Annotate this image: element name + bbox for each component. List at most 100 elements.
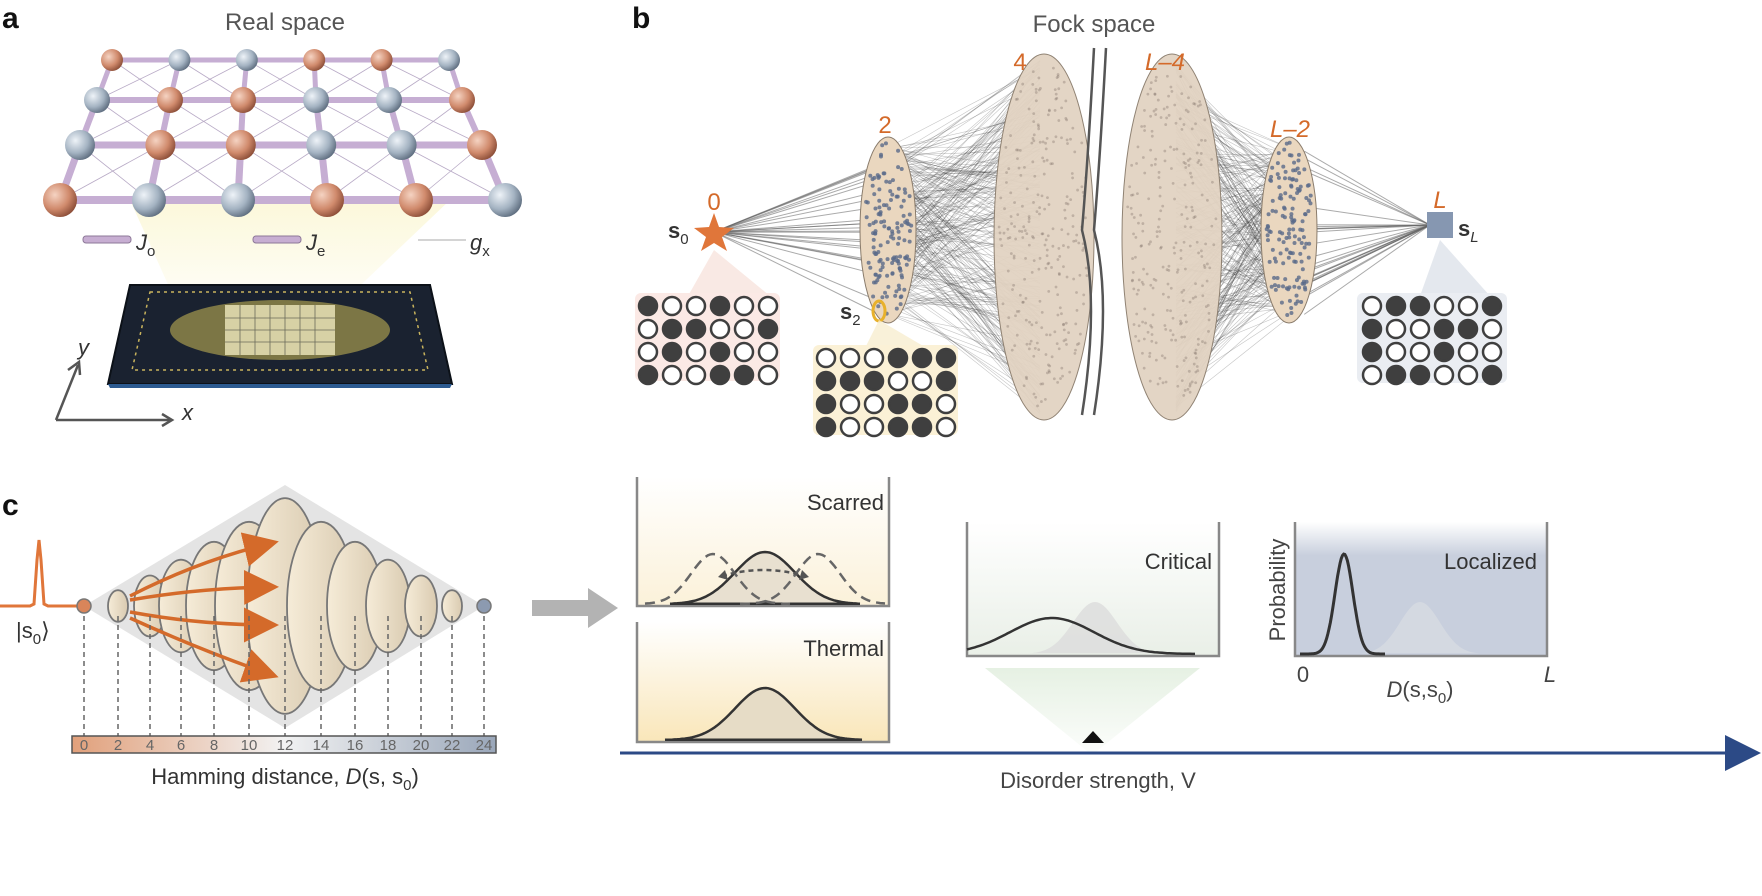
s2-label: s2 <box>840 299 861 329</box>
panel-b: b Fock space 0 2 4 L–4 L–2 L s0 s2 sL <box>632 2 1507 438</box>
s2-callout <box>864 320 930 350</box>
qubit-orange <box>145 130 176 160</box>
occupied-site <box>887 416 909 438</box>
empty-site <box>1433 364 1455 386</box>
disorder-axis-label: Disorder strength, V <box>1000 768 1196 793</box>
empty-site <box>1433 295 1455 317</box>
empty-site <box>685 295 707 317</box>
empty-site <box>887 370 909 392</box>
hamming-tick: 10 <box>241 737 258 754</box>
occupied-site <box>1481 295 1503 317</box>
occupied-site <box>887 347 909 369</box>
qubit-orange <box>230 87 256 113</box>
empty-site <box>757 295 779 317</box>
empty-site <box>1409 318 1431 340</box>
s0-label: s0 <box>668 218 689 248</box>
hamming-tick: 24 <box>476 737 493 754</box>
node-label-4: 4 <box>1013 49 1026 76</box>
scarred-curve <box>669 550 861 605</box>
empty-site <box>757 341 779 363</box>
node-label-L: L <box>1433 187 1446 214</box>
critical-marker-icon <box>1082 731 1104 743</box>
node-label-0: 0 <box>707 189 720 216</box>
thermal-label: Thermal <box>803 636 884 661</box>
chip-image <box>106 284 454 388</box>
qubit-orange <box>449 87 475 113</box>
empty-site <box>839 416 861 438</box>
localized-xlabel: D(s,s0) <box>1386 677 1453 707</box>
legend-jo: Jo <box>135 230 155 260</box>
qubit-blue <box>84 87 110 113</box>
qubit-orange <box>43 183 77 217</box>
qubit-orange <box>157 87 183 113</box>
layer-ellipse-4 <box>993 53 1095 421</box>
light-beam <box>130 200 450 300</box>
critical-plot: Critical <box>965 522 1221 755</box>
hamming-shell <box>441 589 463 623</box>
occupied-site <box>685 318 707 340</box>
hamming-tick: 18 <box>380 737 397 754</box>
hamming-tick: 0 <box>80 737 88 754</box>
occupied-site <box>863 370 885 392</box>
hamming-tick: 4 <box>146 737 154 754</box>
transition-arrow-icon <box>532 588 618 628</box>
axis-break <box>1080 47 1108 416</box>
s0-callout <box>688 250 770 296</box>
coupling-legend: Jo Je gx <box>82 230 490 260</box>
localized-label: Localized <box>1444 549 1537 574</box>
qubit-blue <box>221 183 255 217</box>
empty-site <box>1457 364 1479 386</box>
hamming-colorbar <box>71 735 497 754</box>
occupied-site <box>1457 318 1479 340</box>
occupied-site <box>935 370 957 392</box>
empty-site <box>685 364 707 386</box>
critical-reference-curve <box>1030 602 1160 654</box>
qubit-lattice <box>43 49 522 217</box>
qubit-blue <box>132 183 166 217</box>
qubit-orange <box>467 130 497 160</box>
panel-a: a Real space x y <box>2 2 522 428</box>
empty-site <box>1385 341 1407 363</box>
occupied-site <box>935 347 957 369</box>
node-label-L-2: L–2 <box>1270 116 1310 143</box>
occupied-site <box>709 341 731 363</box>
empty-site <box>1361 364 1383 386</box>
empty-site <box>839 347 861 369</box>
hamming-tick: 8 <box>210 737 218 754</box>
xy-axes <box>54 359 175 428</box>
localized-x-end: L <box>1544 662 1556 687</box>
empty-site <box>757 364 779 386</box>
occupied-site <box>815 393 837 415</box>
sL-occupation-grid <box>1361 295 1503 386</box>
occupied-site <box>1409 364 1431 386</box>
occupied-site <box>661 341 683 363</box>
occupied-site <box>637 364 659 386</box>
panel-letter-b: b <box>632 2 650 35</box>
empty-site <box>685 341 707 363</box>
empty-site <box>1409 341 1431 363</box>
hamming-shell <box>107 589 129 623</box>
occupied-site <box>911 393 933 415</box>
legend-je: Je <box>305 230 325 260</box>
empty-site <box>863 347 885 369</box>
fock-state-dots <box>864 66 1313 408</box>
oscillation-arrow-icon <box>721 568 806 578</box>
localized-plot: Localized Probability 0 L D(s,s0) <box>1265 522 1556 707</box>
qubit-blue <box>376 87 402 113</box>
thermal-plot: Thermal <box>635 622 891 744</box>
end-node <box>476 598 492 614</box>
empty-site <box>863 393 885 415</box>
empty-site <box>637 318 659 340</box>
ket-s0: |s0⟩ <box>16 618 50 648</box>
legend-gx: gx <box>470 230 490 260</box>
empty-site <box>863 416 885 438</box>
empty-site <box>1385 318 1407 340</box>
occupied-site <box>1481 364 1503 386</box>
empty-site <box>1361 295 1383 317</box>
hamming-tick: 6 <box>177 737 185 754</box>
initial-state-spike <box>0 539 82 608</box>
qubit-orange <box>225 130 256 160</box>
empty-site <box>1481 341 1503 363</box>
node-label-2: 2 <box>878 112 891 139</box>
critical-curve <box>966 616 1195 656</box>
